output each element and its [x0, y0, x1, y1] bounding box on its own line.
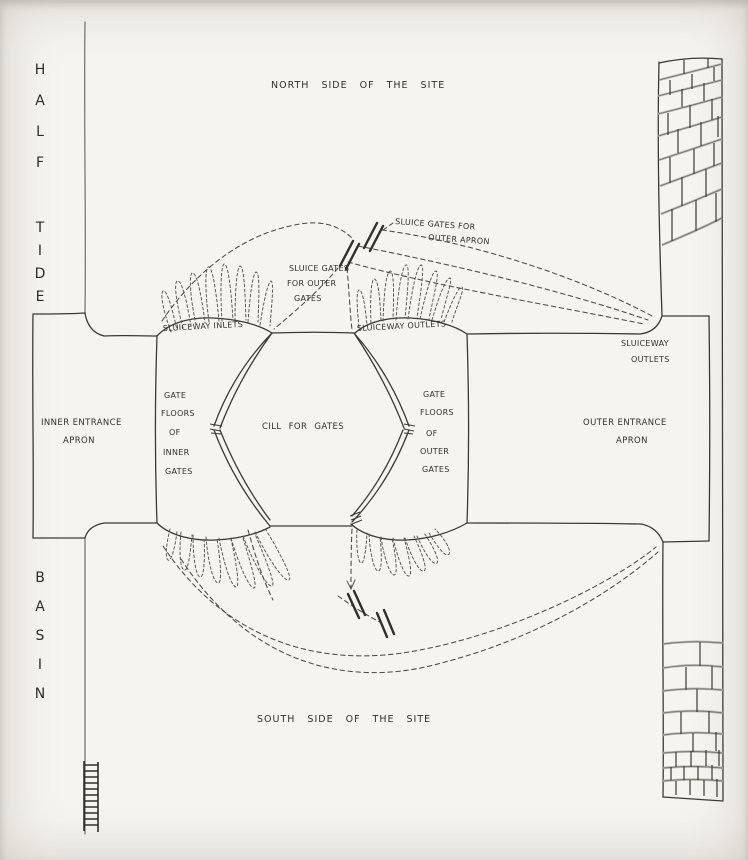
north-wall-left-edge — [657, 61, 663, 316]
basin-quay-walls — [84, 21, 86, 835]
outer-gate-heel-hatch — [349, 511, 363, 525]
outer-gates — [349, 332, 416, 525]
label-gate-floors-inner-line3: OF — [169, 428, 181, 437]
cill-top-edge — [271, 331, 356, 334]
label-south-side: SOUTH SIDE OF THE SITE — [257, 714, 431, 725]
inner-chamber-bottom-arc — [156, 522, 271, 541]
inner-gate-lower-leaf — [213, 429, 271, 527]
outer-gate-upper-leaf — [353, 332, 410, 429]
label-inner-apron-line2: APRON — [63, 436, 95, 446]
ladder — [83, 761, 99, 832]
label-sluice-gates-outer-apron-line1: SLUICE GATES FOR — [395, 217, 476, 232]
culvert-run-south-2 — [180, 551, 659, 674]
culvert-run-north-3 — [347, 261, 645, 325]
culvert-run-north-1 — [357, 245, 649, 321]
apron-top-edge — [32, 312, 158, 337]
south-wall-bottom-edge — [662, 796, 724, 802]
label-sluice-gates-outer-apron-line2: OUTER APRON — [428, 233, 490, 246]
outer-gate-chamber — [350, 317, 470, 541]
label-sluiceway-outlets-quay-line2: OUTLETS — [631, 355, 670, 364]
label-sluice-gates-outer-gates-line3: GATES — [294, 294, 322, 303]
north-wall-course-shading — [657, 62, 723, 247]
label-outer-apron-line1: OUTER ENTRANCE — [583, 418, 667, 428]
label-gate-floors-outer-line3: OF — [426, 429, 438, 438]
inner-entrance-apron — [32, 312, 158, 539]
ladder-rungs — [84, 764, 98, 826]
label-leader-outer-apron — [382, 222, 394, 231]
outer-chamber-bottom-arc — [350, 522, 468, 541]
sluice-culverts-north — [161, 221, 653, 333]
outer-chamber-right-edge — [466, 333, 470, 524]
labels: NORTH SIDE OF THE SITE SOUTH SIDE OF THE… — [41, 80, 670, 725]
inner-chamber-left-edge — [154, 335, 158, 524]
culvert-run-north-2 — [381, 229, 653, 317]
label-tide: TIDE — [32, 220, 48, 312]
entrance-end-line — [708, 315, 711, 542]
cill-channel-edges — [269, 331, 356, 527]
label-gate-floors-outer-line2: FLOORS — [420, 408, 454, 417]
south-wall-block-joints — [670, 642, 720, 797]
label-gate-floors-inner-line2: FLOORS — [161, 409, 195, 418]
north-wall-block-joints — [667, 58, 719, 241]
apron-end-line — [32, 313, 34, 539]
label-basin: BASIN — [32, 570, 48, 715]
outer-gate-mitre-hatch — [403, 423, 416, 435]
apron-bottom-edge — [32, 522, 158, 539]
label-outer-apron-line2: APRON — [616, 436, 648, 446]
culvert-loops-outer-south — [356, 528, 451, 577]
south-wall-left-edge — [662, 541, 664, 798]
culvert-link-inner-hinge-south — [247, 529, 274, 601]
arrowhead — [346, 579, 356, 591]
masonry-wall-south — [662, 541, 724, 802]
culvert-link-outer-hinge — [346, 267, 353, 331]
label-sluiceway-outlets-chamber: SLUICEWAY OUTLETS — [357, 319, 447, 333]
label-gate-floors-inner-line1: GATE — [164, 391, 186, 400]
culvert-loops-inner-south — [165, 528, 291, 589]
label-sluice-gates-outer-gates-line2: FOR OUTER — [287, 279, 336, 288]
river-wall-right-edge — [721, 58, 724, 801]
inner-gates — [209, 332, 273, 527]
culvert-envelope-west — [161, 222, 353, 322]
channel-bottom-edge-outer — [466, 522, 710, 543]
north-wall-top-edge — [658, 57, 723, 64]
culvert-run-south-1 — [162, 545, 657, 657]
inner-gate-mitre-hatch — [209, 423, 223, 435]
culvert-link-inner-hinge — [273, 267, 339, 330]
label-gate-floors-inner-line4: INNER — [163, 448, 190, 457]
outer-entrance-apron — [466, 315, 711, 543]
label-gate-floors-outer-line1: GATE — [423, 390, 445, 399]
label-gate-floors-outer-line4: OUTER — [420, 447, 449, 456]
label-half: HALF — [32, 62, 48, 186]
culvert-link-symbols-south — [337, 595, 381, 623]
label-sluice-gates-outer-gates-line1: SLUICE GATES — [289, 264, 349, 273]
label-north-side: NORTH SIDE OF THE SITE — [271, 80, 445, 91]
label-sluiceway-inlets: SLUICEWAY INLETS — [163, 320, 244, 333]
sluice-gate-symbol-north-1 — [338, 239, 361, 271]
inner-gate-upper-leaf — [213, 332, 273, 429]
label-inner-apron-line1: INNER ENTRANCE — [41, 418, 122, 428]
channel-top-edge-outer — [466, 315, 710, 335]
label-gate-floors-outer-line5: GATES — [422, 465, 450, 474]
culvert-link-outer-hinge-south — [350, 528, 353, 590]
culvert-loops-inner-north — [161, 263, 274, 333]
sluice-culverts-south — [162, 528, 659, 674]
sluice-gate-symbol-south-1 — [346, 589, 367, 620]
masonry-wall-north — [657, 57, 724, 801]
north-wall-course-lines — [657, 63, 723, 246]
label-cill-for-gates: CILL FOR GATES — [262, 422, 344, 432]
sluice-gate-symbol-south-2 — [375, 608, 396, 639]
label-gate-floors-inner-line5: GATES — [165, 467, 193, 476]
outer-chamber-top-arc — [354, 317, 468, 335]
north-quay-line — [84, 21, 86, 314]
label-sluiceway-outlets-quay-line1: SLUICEWAY — [621, 339, 669, 348]
culvert-loops-outer-north — [356, 264, 464, 328]
inner-chamber-top-arc — [156, 317, 273, 337]
outer-gate-lower-leaf — [351, 429, 410, 523]
sluice-gate-symbol-north-2 — [362, 221, 385, 253]
